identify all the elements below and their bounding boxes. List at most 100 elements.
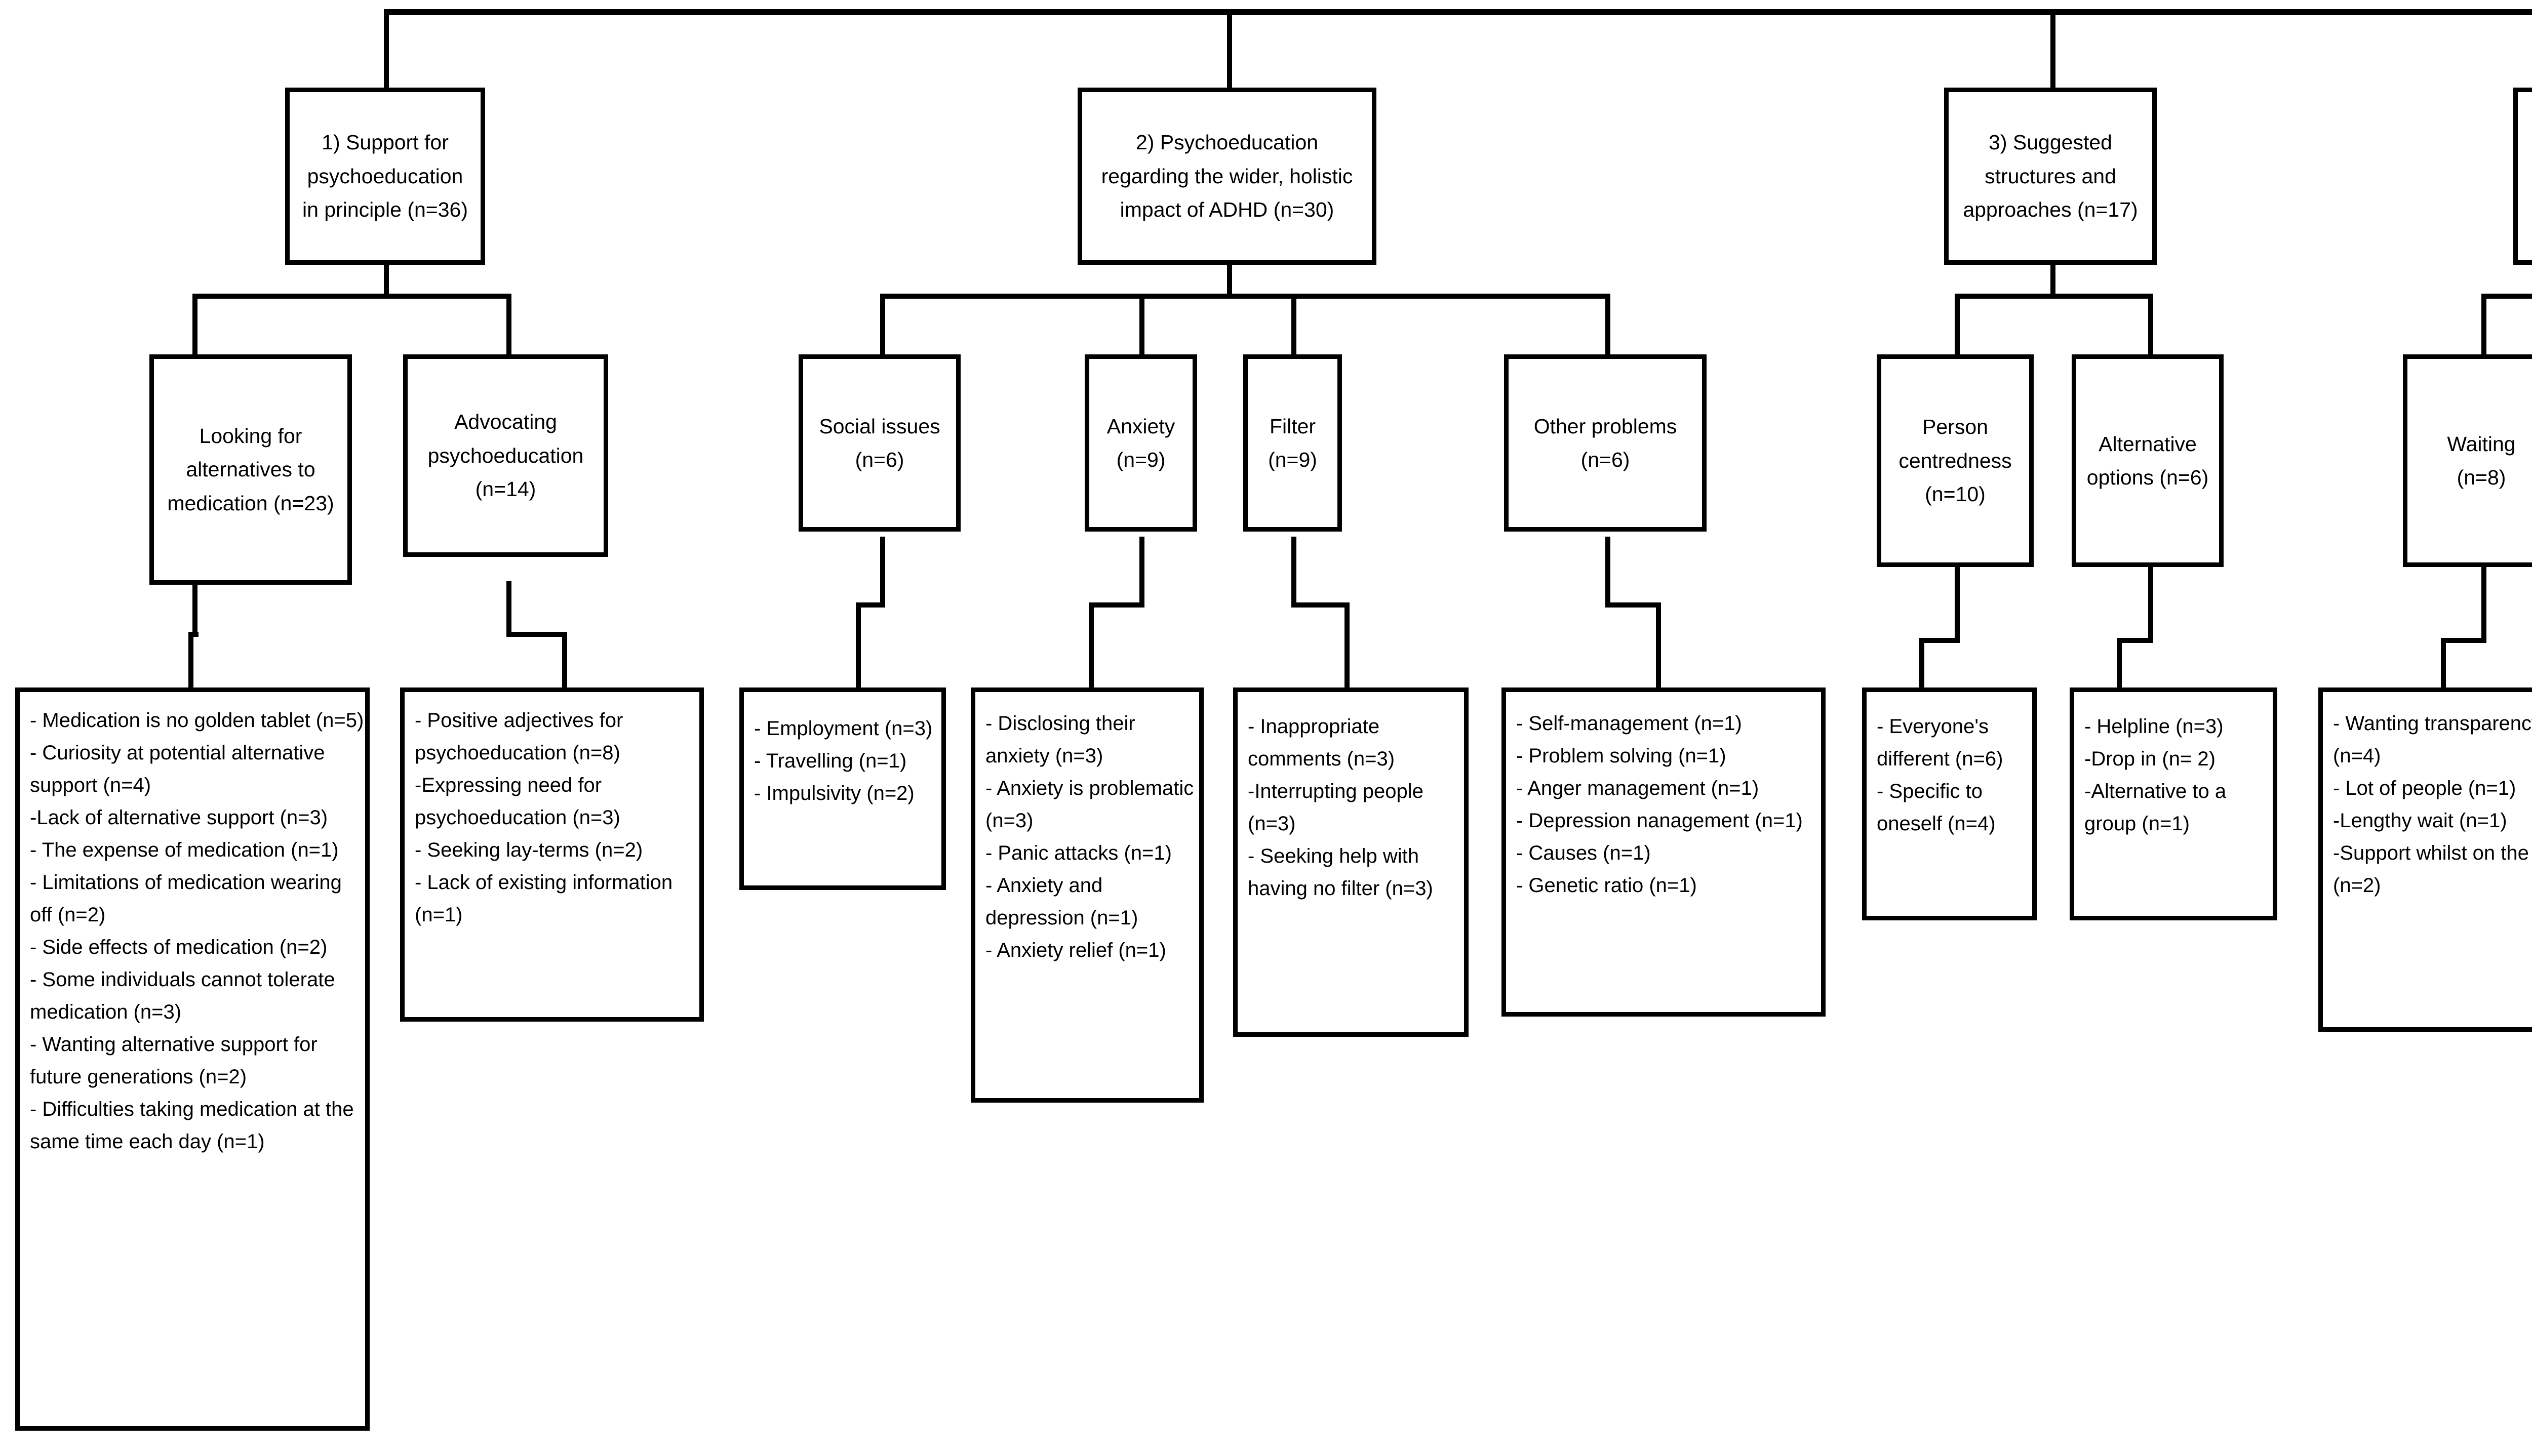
connector-root-to-theme1: [384, 9, 389, 88]
connector-theme1-to-sub1: [192, 294, 197, 354]
connector-sub2-across: [506, 632, 567, 637]
code-item: - Problem solving (n=1): [1516, 745, 1726, 767]
connector-theme3-stem: [2050, 263, 2055, 299]
code-item: -Lack of alternative support (n=3): [30, 806, 328, 829]
subtheme-box-person-centredness[interactable]: Person centredness (n=10): [1877, 354, 2034, 567]
code-box-advocating-psychoeducation[interactable]: - Positive adjectives for psychoeducatio…: [400, 687, 704, 1022]
subtheme-6-line-1: Other problems: [1533, 414, 1677, 438]
theme-box-4-line-2: feedback: [2518, 159, 2532, 193]
code-item: - Difficulties taking medication at the …: [30, 1098, 354, 1153]
subtheme-5-line-2: (n=9): [1268, 448, 1317, 471]
connector-sub7-across: [1919, 638, 1960, 643]
subtheme-box-alternative-options[interactable]: Alternative options (n=6): [2072, 354, 2224, 567]
connector-theme2-to-sub5: [1291, 294, 1296, 354]
code-item: - Impulsivity (n=2): [754, 782, 915, 804]
connector-sub8-into-codes8: [2117, 638, 2122, 689]
theme-box-3-line-3: approaches (n=17): [1963, 198, 2138, 222]
connector-sub9-down: [2481, 567, 2486, 638]
code-item: - Medication is no golden tablet (n=5): [30, 709, 364, 732]
code-item: -Lengthy wait (n=1): [2333, 810, 2507, 832]
subtheme-box-looking-for-alternatives[interactable]: Looking for alternatives to medication (…: [149, 354, 352, 585]
connector-theme2-to-sub6: [1605, 294, 1610, 354]
subtheme-8-line-2: options (n=6): [2086, 466, 2209, 489]
code-item: - Wanting alternative support for future…: [30, 1033, 318, 1088]
theme-box-3[interactable]: 3) Suggested structures and approaches (…: [1944, 88, 2157, 265]
code-box-anxiety[interactable]: - Disclosing their anxiety (n=3) - Anxie…: [971, 687, 1204, 1103]
subtheme-3-line-2: (n=6): [855, 448, 904, 471]
subtheme-7-line-3: (n=10): [1925, 482, 1986, 506]
code-item: - Depression nanagement (n=1): [1516, 810, 1803, 832]
subtheme-5-line-1: Filter: [1269, 414, 1316, 438]
connector-theme3-bus: [1955, 294, 2153, 299]
connector-sub9-across: [2441, 638, 2486, 643]
code-item: - Disclosing their anxiety (n=3): [985, 712, 1135, 767]
subtheme-box-waiting[interactable]: Waiting (n=8): [2403, 354, 2532, 567]
code-item: - Anxiety is problematic (n=3): [985, 777, 1194, 832]
code-box-looking-for-alternatives[interactable]: - Medication is no golden tablet (n=5) -…: [15, 687, 370, 1431]
theme-box-2[interactable]: 2) Psychoeducation regarding the wider, …: [1078, 88, 1376, 265]
connector-sub3-into-codes3: [856, 602, 861, 689]
connector-sub2-into-codes2: [562, 632, 567, 687]
connector-root-to-theme3: [2050, 9, 2055, 88]
code-item: - Side effects of medication (n=2): [30, 936, 328, 958]
connector-sub4-into-codes4: [1089, 602, 1094, 689]
code-item: -Expressing need for psychoeducation (n=…: [415, 774, 620, 829]
connector-theme2-stem: [1227, 263, 1232, 299]
code-item: - Curiosity at potential alternative sup…: [30, 742, 325, 796]
code-box-other-problems[interactable]: - Self-management (n=1) - Problem solvin…: [1501, 687, 1826, 1017]
connector-theme1-stem: [384, 263, 389, 299]
connector-theme2-to-sub3: [880, 294, 885, 354]
subtheme-7-line-2: centredness: [1898, 449, 2012, 472]
code-item: - Limitations of medication wearing off …: [30, 871, 342, 926]
connector-sub9-into-codes9: [2441, 638, 2446, 689]
theme-box-4[interactable]: 4) General feedback (n=12): [2513, 88, 2532, 265]
connector-theme2-bus: [880, 294, 1610, 299]
theme-box-4-line-1: 4) General: [2518, 126, 2532, 159]
subtheme-box-social-issues[interactable]: Social issues (n=6): [799, 354, 961, 532]
code-box-person-centredness[interactable]: - Everyone's different (n=6) - Specific …: [1862, 687, 2037, 920]
connector-sub8-across: [2117, 638, 2153, 643]
connector-theme2-to-sub4: [1139, 294, 1144, 354]
connector-sub3-down: [880, 537, 885, 602]
theme-box-2-line-3: impact of ADHD (n=30): [1120, 198, 1334, 222]
theme-box-1[interactable]: 1) Support for psychoeducation in princi…: [285, 88, 485, 265]
connector-sub1-into-codes1: [188, 632, 193, 687]
code-item: - Positive adjectives for psychoeducatio…: [415, 709, 623, 764]
code-item: - Some individuals cannot tolerate medic…: [30, 968, 335, 1023]
connector-sub7-down: [1955, 567, 1960, 638]
code-item: - Helpline (n=3): [2084, 715, 2224, 738]
connector-sub6-down: [1605, 537, 1610, 602]
code-box-waiting[interactable]: - Wanting transparency (n=4) - Lot of pe…: [2318, 687, 2532, 1032]
connector-sub1-down: [192, 581, 197, 632]
connector-sub5-down: [1291, 537, 1296, 602]
code-box-alternative-options[interactable]: - Helpline (n=3) -Drop in (n= 2) -Altern…: [2070, 687, 2277, 920]
subtheme-box-other-problems[interactable]: Other problems (n=6): [1504, 354, 1707, 532]
subtheme-box-filter[interactable]: Filter (n=9): [1243, 354, 1342, 532]
subtheme-1-line-3: medication (n=23): [167, 491, 334, 515]
code-item: -Alternative to a group (n=1): [2084, 780, 2227, 835]
subtheme-9-line-2: (n=8): [2457, 466, 2506, 489]
code-item: - Anger management (n=1): [1516, 777, 1759, 799]
code-item: - Wanting transparency (n=4): [2333, 712, 2532, 767]
theme-box-4-line-3: (n=12): [2518, 193, 2532, 226]
connector-sub4-down: [1139, 537, 1144, 602]
code-item: -Drop in (n= 2): [2084, 748, 2216, 770]
connector-theme1-to-sub2: [506, 294, 511, 354]
subtheme-box-anxiety[interactable]: Anxiety (n=9): [1085, 354, 1197, 532]
connector-sub1-across: [188, 632, 199, 637]
code-item: - Genetic ratio (n=1): [1516, 874, 1697, 897]
code-item: - Lack of existing information (n=1): [415, 871, 673, 926]
code-item: - Lot of people (n=1): [2333, 777, 2516, 799]
code-item: - Employment (n=3): [754, 717, 933, 740]
theme-box-1-line-3: in principle (n=36): [302, 198, 468, 222]
code-box-social-issues[interactable]: - Employment (n=3) - Travelling (n=1) - …: [739, 687, 946, 890]
code-item: - Self-management (n=1): [1516, 712, 1742, 735]
connector-sub6-across: [1605, 602, 1661, 608]
code-box-filter[interactable]: - Inappropriate comments (n=3) -Interrup…: [1233, 687, 1469, 1037]
code-item: - Seeking lay-terms (n=2): [415, 839, 643, 861]
code-item: - Causes (n=1): [1516, 842, 1651, 864]
theme-box-1-line-1: 1) Support for: [322, 131, 449, 154]
subtheme-box-advocating-psychoeducation[interactable]: Advocating psychoeducation (n=14): [403, 354, 608, 557]
subtheme-2-line-1: Advocating: [454, 410, 557, 434]
